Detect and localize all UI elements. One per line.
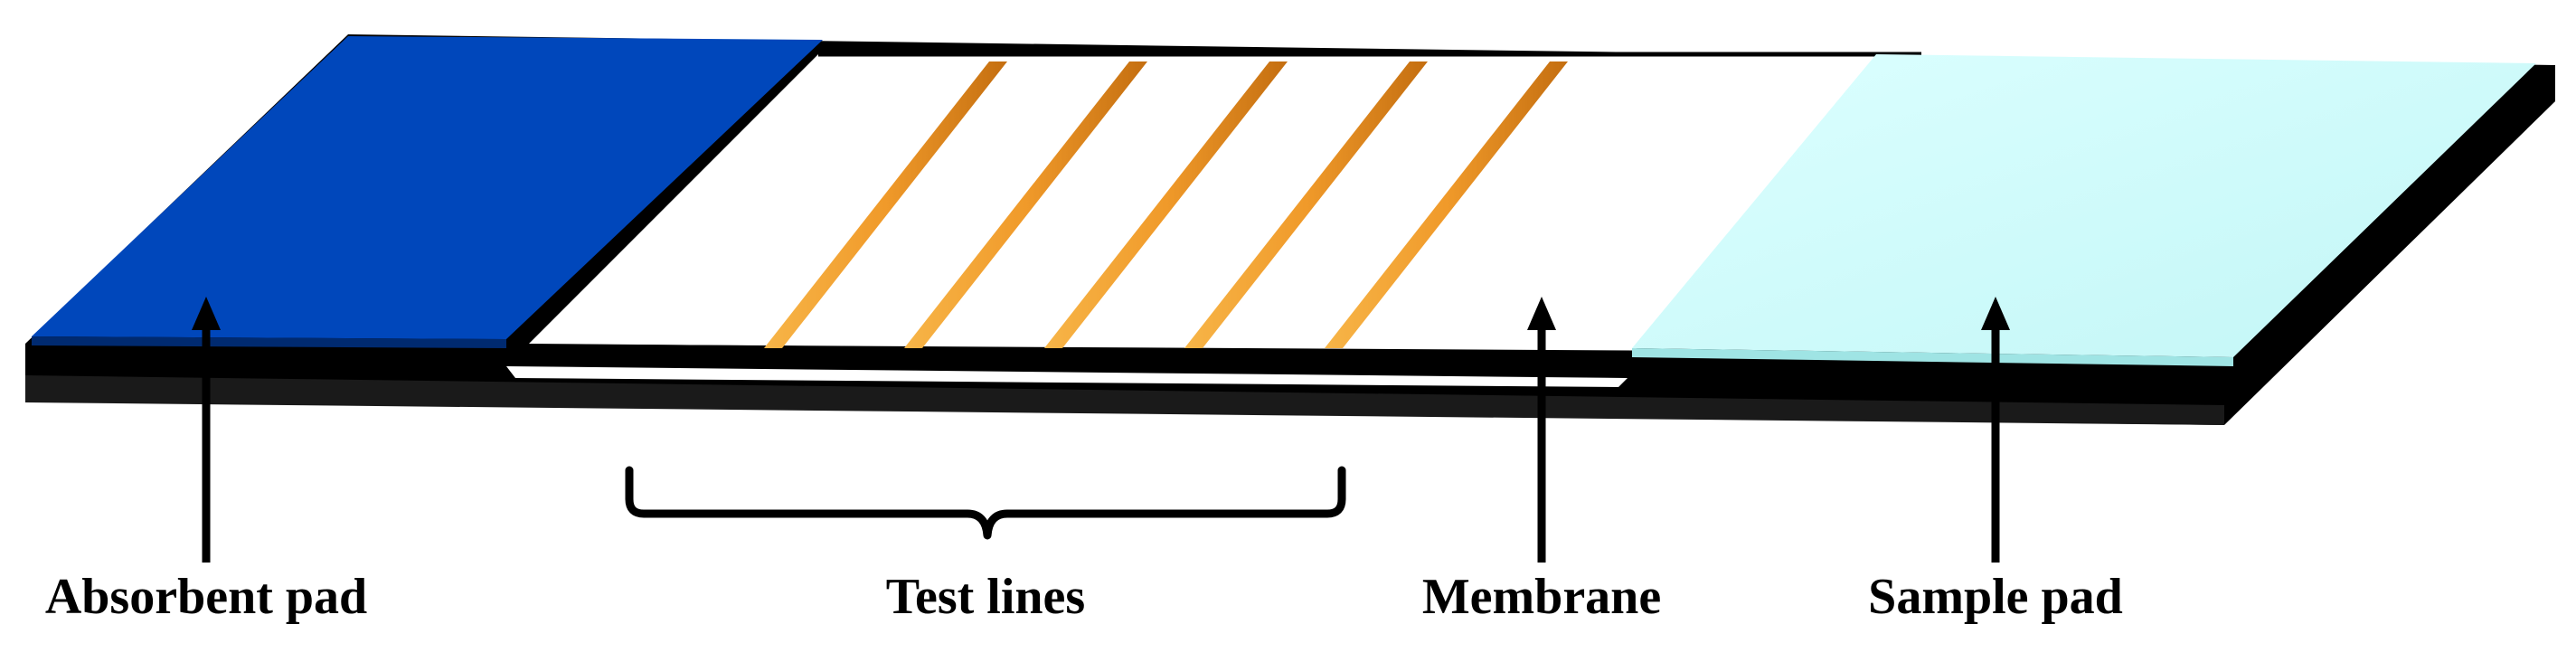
- test-line-2: [904, 61, 1147, 348]
- arrow-membrane: [1527, 297, 1556, 563]
- absorbent-pad-edge: [32, 336, 506, 348]
- label-test-lines: Test lines: [885, 569, 1086, 625]
- membrane-front-edge: [528, 344, 1633, 359]
- test-lines-brace: [625, 466, 1346, 540]
- test-line-4: [1184, 61, 1428, 348]
- sample-pad-edge: [1632, 348, 2233, 366]
- label-absorbent-pad: Absorbent pad: [44, 569, 368, 625]
- test-line-3: [1044, 61, 1288, 348]
- sample-pad-surface: [1632, 54, 2536, 357]
- label-membrane: Membrane: [1421, 569, 1662, 625]
- arrow-absorbent-pad: [192, 297, 221, 563]
- backing-bottom-layer: [25, 375, 2224, 425]
- backing-gap-highlight: [506, 366, 1628, 387]
- sample-pad: [1632, 54, 2536, 366]
- absorbent-pad-surface: [32, 36, 823, 339]
- membrane-surface: [529, 54, 1921, 353]
- test-line-5: [1325, 61, 1568, 348]
- test-lines-group: [764, 61, 1568, 348]
- arrow-sample-pad: [1981, 297, 2010, 563]
- test-line-1: [764, 61, 1007, 348]
- absorbent-pad: [32, 36, 823, 348]
- label-sample-pad: Sample pad: [1868, 569, 2123, 625]
